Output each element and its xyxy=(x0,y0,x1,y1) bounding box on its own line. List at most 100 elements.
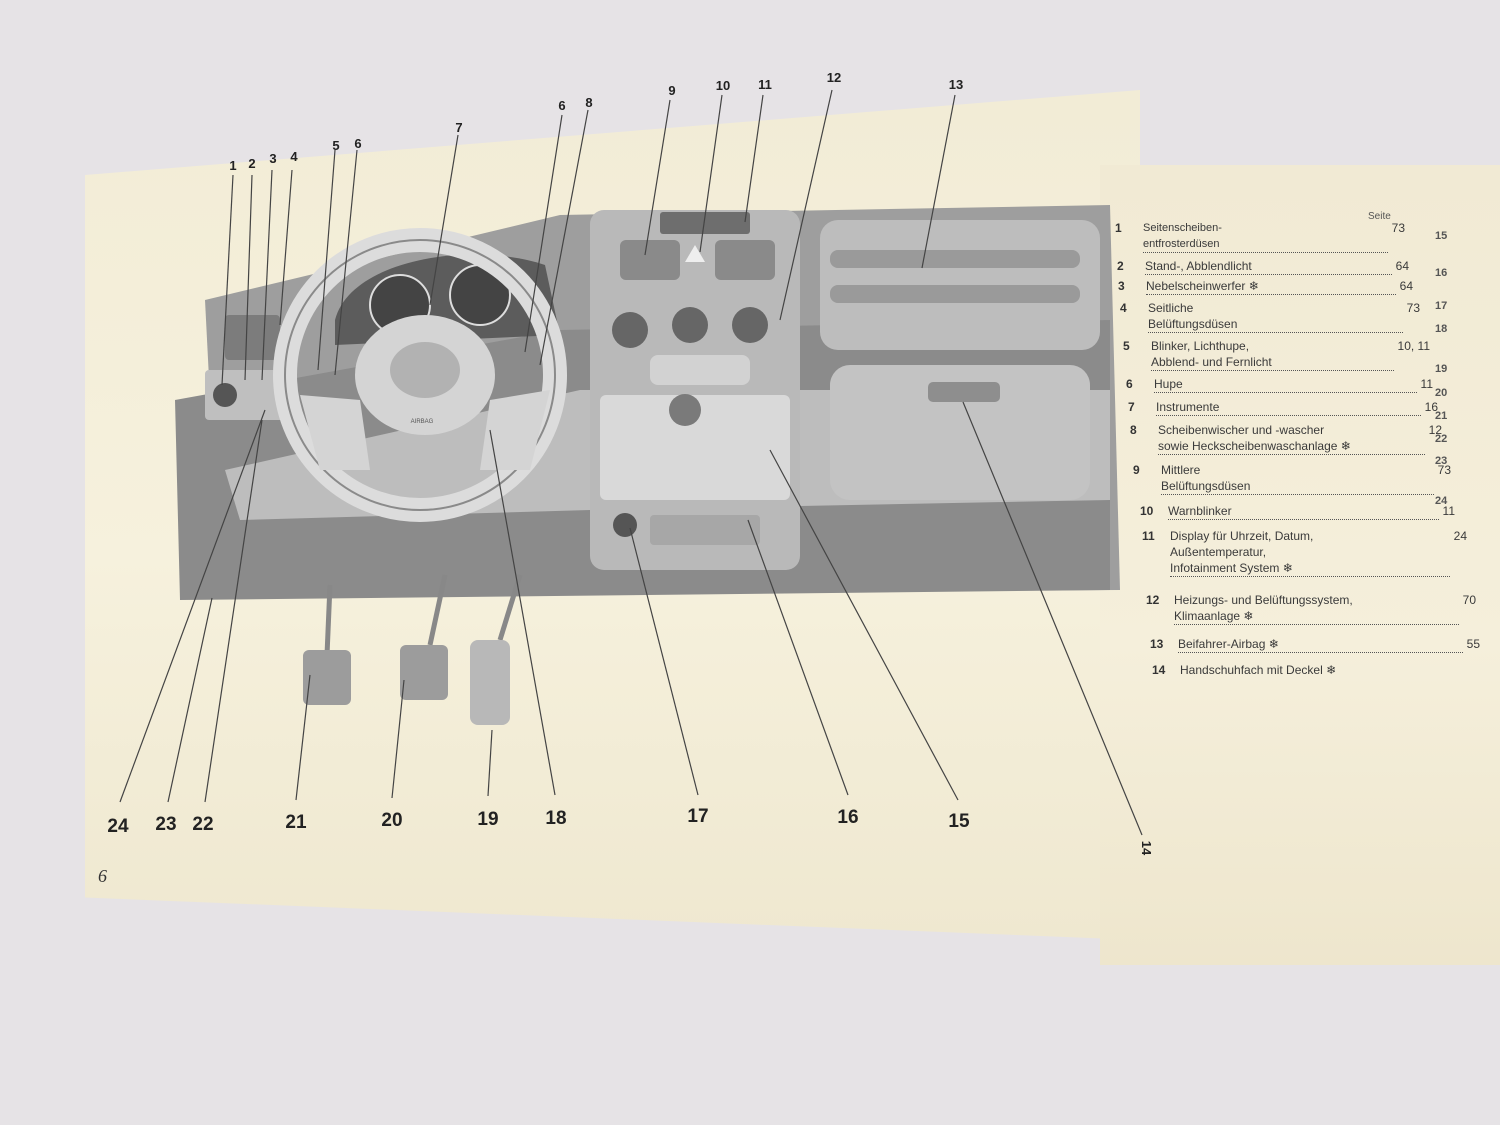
leader-lines xyxy=(119,89,1143,836)
legend-page: 73 xyxy=(1391,221,1405,235)
storage-tray xyxy=(650,515,760,545)
callout-top-4: 4 xyxy=(290,149,298,164)
callout-top-10: 10 xyxy=(716,78,730,93)
callout-bottom-17: 17 xyxy=(687,806,708,827)
legend-text: Scheibenwischer und -wascher sowie Hecks… xyxy=(1158,422,1425,455)
legend-num: 14 xyxy=(1152,663,1166,677)
legend-num: 9 xyxy=(1133,463,1140,477)
legend-num: 2 xyxy=(1117,259,1124,273)
edge-number: 19 xyxy=(1435,363,1448,375)
legend-num: 1 xyxy=(1115,221,1122,235)
legend-num: 12 xyxy=(1146,593,1160,607)
center-vent-right xyxy=(715,240,775,280)
legend-text: Blinker, Lichthupe, Abblend- und Fernlic… xyxy=(1151,338,1394,371)
bottom-callouts: 24 23 22 21 20 19 18 17 16 15 14 xyxy=(107,806,1154,856)
callout-top-6a: 6 xyxy=(354,136,361,151)
callout-top-11: 11 xyxy=(758,77,772,92)
legend-page: 64 xyxy=(1395,259,1409,273)
accelerator-pedal xyxy=(470,640,510,725)
callout-top-6b: 6 xyxy=(558,98,565,113)
callout-top-7: 7 xyxy=(455,120,462,135)
legend-text: Instrumente xyxy=(1156,399,1421,416)
legend-text: Seitliche Belüftungsdüsen xyxy=(1148,300,1403,333)
center-vent-left xyxy=(620,240,680,280)
legend-num: 6 xyxy=(1126,377,1133,391)
edge-number: 22 xyxy=(1435,433,1448,445)
legend-num: 10 xyxy=(1140,504,1154,518)
edge-number: 23 xyxy=(1435,455,1448,467)
legend-entry-3: 3 Nebelscheinwerfer ❄ 64 xyxy=(1118,278,1413,295)
top-callouts: 1 2 3 4 5 6 7 6 8 9 10 11 12 13 xyxy=(229,70,963,173)
legend-entry-12: 12 Heizungs- und Belüftungssystem, Klima… xyxy=(1146,592,1476,625)
cigar-lighter xyxy=(613,513,637,537)
legend-page: 24 xyxy=(1453,529,1467,543)
legend-entry-14: 14 Handschuhfach mit Deckel ❄ xyxy=(1152,662,1422,678)
light-switch-knob xyxy=(213,383,237,407)
legend-entry-4: 4 Seitliche Belüftungsdüsen 73 xyxy=(1120,300,1420,333)
legend-text: Beifahrer-Airbag ❄ xyxy=(1178,636,1463,653)
legend-text: Mittlere Belüftungsdüsen xyxy=(1161,462,1434,495)
heater-knob-mid xyxy=(672,307,708,343)
legend-page: 73 xyxy=(1406,301,1420,315)
heater-knob-left xyxy=(612,312,648,348)
legend-num: 3 xyxy=(1118,279,1125,293)
edge-number: 18 xyxy=(1435,323,1448,335)
callout-bottom-23: 23 xyxy=(155,814,176,835)
legend-page: 11 xyxy=(1442,504,1455,518)
hazard-triangle xyxy=(685,245,705,262)
edge-number: 24 xyxy=(1435,495,1448,507)
legend-page: 16 xyxy=(1424,400,1438,414)
glovebox xyxy=(830,365,1090,500)
legend-text: Hupe xyxy=(1154,376,1417,393)
callout-top-3: 3 xyxy=(269,151,276,166)
edge-number: 20 xyxy=(1435,387,1448,399)
legend-entry-8: 8 Scheibenwischer und -wascher sowie Hec… xyxy=(1130,422,1442,455)
seite-label: Seite xyxy=(1368,211,1391,222)
legend-page: 10, 11 xyxy=(1397,339,1430,353)
callout-bottom-19: 19 xyxy=(477,809,498,830)
legend-num: 8 xyxy=(1130,423,1137,437)
brake-pedal xyxy=(400,645,448,700)
callout-bottom-24: 24 xyxy=(107,816,129,837)
callout-top-8: 8 xyxy=(585,95,592,110)
callout-bottom-14: 14 xyxy=(1139,841,1154,856)
legend-page: 70 xyxy=(1462,593,1476,607)
legend-entry-9: 9 Mittlere Belüftungsdüsen 73 xyxy=(1133,462,1451,495)
glovebox-handle xyxy=(928,382,1000,402)
callout-top-12: 12 xyxy=(827,70,841,85)
legend-text: Handschuhfach mit Deckel ❄ xyxy=(1180,663,1337,677)
edge-number: 16 xyxy=(1435,267,1448,279)
legend-num: 5 xyxy=(1123,339,1130,353)
callout-bottom-18: 18 xyxy=(545,808,566,829)
edge-number: 15 xyxy=(1435,230,1448,242)
legend-text: Stand-, Abblendlicht xyxy=(1145,258,1392,275)
legend-entry-7: 7 Instrumente 16 xyxy=(1128,399,1438,416)
legend-entry-1: 1 Seitenscheiben- entfrosterdüsen 73 xyxy=(1115,220,1405,253)
cassette-slot xyxy=(650,355,750,385)
legend-text: Seitenscheiben- entfrosterdüsen xyxy=(1143,220,1388,253)
callout-bottom-21: 21 xyxy=(285,812,307,833)
callout-top-1: 1 xyxy=(229,158,236,173)
legend-num: 7 xyxy=(1128,400,1135,414)
legend-entry-13: 13 Beifahrer-Airbag ❄ 55 xyxy=(1150,636,1480,653)
heater-knob-right xyxy=(732,307,768,343)
legend-text: Warnblinker xyxy=(1168,503,1439,520)
clutch-pedal xyxy=(303,650,351,705)
legend-text: Heizungs- und Belüftungssystem, Klimaanl… xyxy=(1174,592,1459,625)
callout-top-13: 13 xyxy=(949,77,963,92)
legend-page: 12 xyxy=(1428,423,1442,437)
page-number: 6 xyxy=(98,866,107,886)
legend-entry-2: 2 Stand-, Abblendlicht 64 xyxy=(1117,258,1409,275)
clock-display xyxy=(660,212,750,234)
airbag-label: AIRBAG xyxy=(411,419,434,425)
radio-knob xyxy=(669,394,701,426)
callout-top-5: 5 xyxy=(332,138,339,153)
legend-num: 13 xyxy=(1150,637,1164,651)
legend-entry-6: 6 Hupe 11 xyxy=(1126,376,1433,393)
light-switch-panel xyxy=(205,370,285,420)
edge-number: 21 xyxy=(1435,410,1448,422)
callout-top-9: 9 xyxy=(668,83,675,98)
legend-entry-5: 5 Blinker, Lichthupe, Abblend- und Fernl… xyxy=(1123,338,1430,371)
callout-bottom-15: 15 xyxy=(948,811,970,832)
